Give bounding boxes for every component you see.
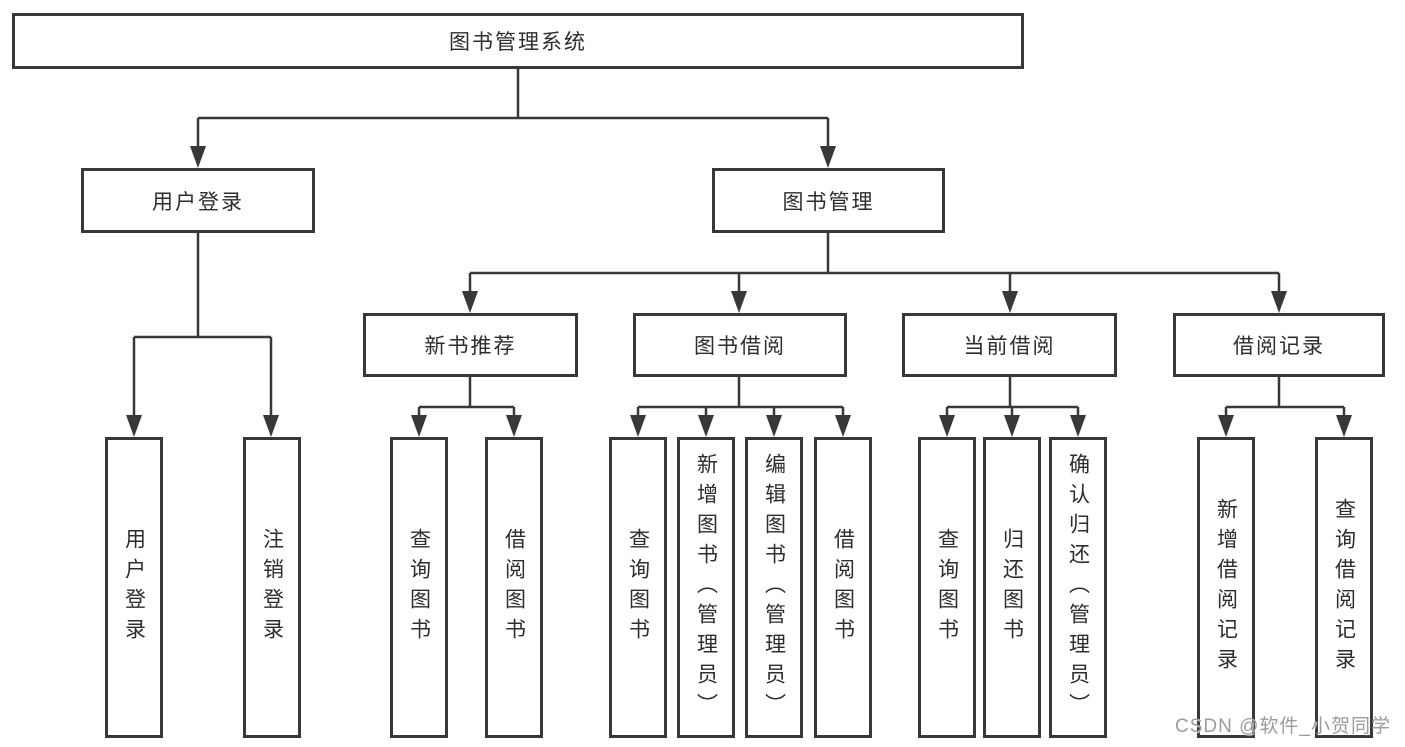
node-book-borrowing: 图书借阅 — [633, 313, 847, 377]
node-book-management: 图书管理 — [712, 168, 945, 233]
leaf-node-query-books: 查询图书 — [609, 437, 667, 738]
leaf-node-user-login: 用户登录 — [105, 437, 163, 738]
leaf-label: 编辑图书（管理员） — [762, 452, 786, 723]
leaf-node-return-books: 归还图书 — [983, 437, 1041, 738]
node-user-login: 用户登录 — [81, 168, 315, 233]
leaf-label: 新增借阅记录 — [1214, 497, 1238, 678]
leaf-label: 新增图书（管理员） — [694, 452, 718, 723]
leaf-label: 注销登录 — [260, 527, 284, 648]
leaf-node-borrow-books: 借阅图书 — [814, 437, 872, 738]
leaf-label: 借阅图书 — [502, 527, 526, 648]
leaf-label: 借阅图书 — [831, 527, 855, 648]
node-new-book-recommendation: 新书推荐 — [363, 313, 578, 377]
leaf-node-logout: 注销登录 — [243, 437, 301, 738]
node-current-borrowing: 当前借阅 — [902, 313, 1117, 377]
leaf-label: 确认归还（管理员） — [1066, 452, 1090, 723]
leaf-node-add-books-admin: 新增图书（管理员） — [677, 437, 735, 738]
node-borrowing-records: 借阅记录 — [1173, 313, 1385, 377]
leaf-node-edit-books-admin: 编辑图书（管理员） — [745, 437, 803, 738]
node-book-management-system: 图书管理系统 — [12, 13, 1024, 69]
leaf-label: 查询借阅记录 — [1332, 497, 1356, 678]
leaf-node-borrow-books: 借阅图书 — [485, 437, 543, 738]
leaf-label: 归还图书 — [1000, 527, 1024, 648]
leaf-node-add-borrow-record: 新增借阅记录 — [1197, 437, 1255, 738]
leaf-label: 查询图书 — [407, 527, 431, 648]
leaf-node-confirm-return-admin: 确认归还（管理员） — [1049, 437, 1107, 738]
leaf-node-query-books: 查询图书 — [390, 437, 448, 738]
leaf-label: 查询图书 — [935, 527, 959, 648]
leaf-label: 查询图书 — [626, 527, 650, 648]
leaf-label: 用户登录 — [122, 527, 146, 648]
leaf-node-query-borrow-record: 查询借阅记录 — [1315, 437, 1373, 738]
leaf-node-query-books: 查询图书 — [918, 437, 976, 738]
csdn-watermark: CSDN @软件_小贺同学 — [1175, 716, 1391, 737]
